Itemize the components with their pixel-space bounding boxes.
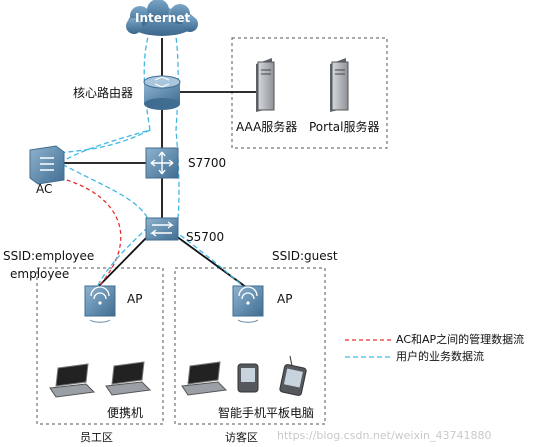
zone-employee-label: 员工区 (80, 431, 113, 444)
user-flow-line-guest (174, 29, 246, 289)
internet-label: Internet (135, 11, 191, 25)
watermark: https://blog.csdn.net/weixin_43741880 (277, 429, 492, 442)
laptop-group-label: 便携机 (107, 406, 144, 420)
management-flow-line (59, 177, 122, 288)
ap-right-label: AP (277, 292, 293, 306)
portal-server-icon (330, 58, 349, 112)
guest-zone-box (174, 267, 326, 425)
ssid-guest-label: SSID:guest (272, 249, 338, 263)
tablet-icon (279, 355, 307, 396)
smartphone-icon (237, 363, 259, 393)
laptop-icon-1 (49, 363, 96, 398)
aaa-server-icon (256, 58, 275, 112)
user-flow-line-ac (59, 129, 151, 154)
ap-left-icon (84, 285, 116, 323)
internet-cloud-icon (126, 0, 198, 36)
portal-server-label: Portal服务器 (309, 120, 380, 134)
aaa-server-label: AAA服务器 (236, 120, 298, 134)
s5700-switch-icon (145, 217, 179, 241)
laptop-icon-3 (181, 361, 228, 396)
ssid-employee-label: SSID:employee (3, 249, 95, 263)
employee-label: employee (10, 267, 70, 281)
server-zone-box (231, 37, 388, 149)
ap-right-icon (232, 285, 264, 323)
s7700-switch-icon (145, 147, 179, 179)
ac-device-icon (29, 145, 65, 185)
core-router-label: 核心路由器 (73, 86, 134, 100)
legend-management-label: AC和AP之间的管理数据流 (396, 333, 525, 346)
mobile-group-label: 智能手机平板电脑 (218, 406, 315, 420)
ac-label: AC (36, 182, 53, 196)
laptop-icon-2 (105, 361, 152, 396)
core-router-icon (143, 75, 181, 110)
s5700-label: S5700 (186, 230, 225, 244)
employee-zone-box (36, 267, 164, 425)
ap-left-label: AP (127, 292, 143, 306)
legend-user-label: 用户的业务数据流 (396, 350, 484, 363)
zone-guest-label: 访客区 (225, 431, 258, 444)
physical-links (60, 38, 268, 291)
s7700-label: S7700 (188, 156, 227, 170)
